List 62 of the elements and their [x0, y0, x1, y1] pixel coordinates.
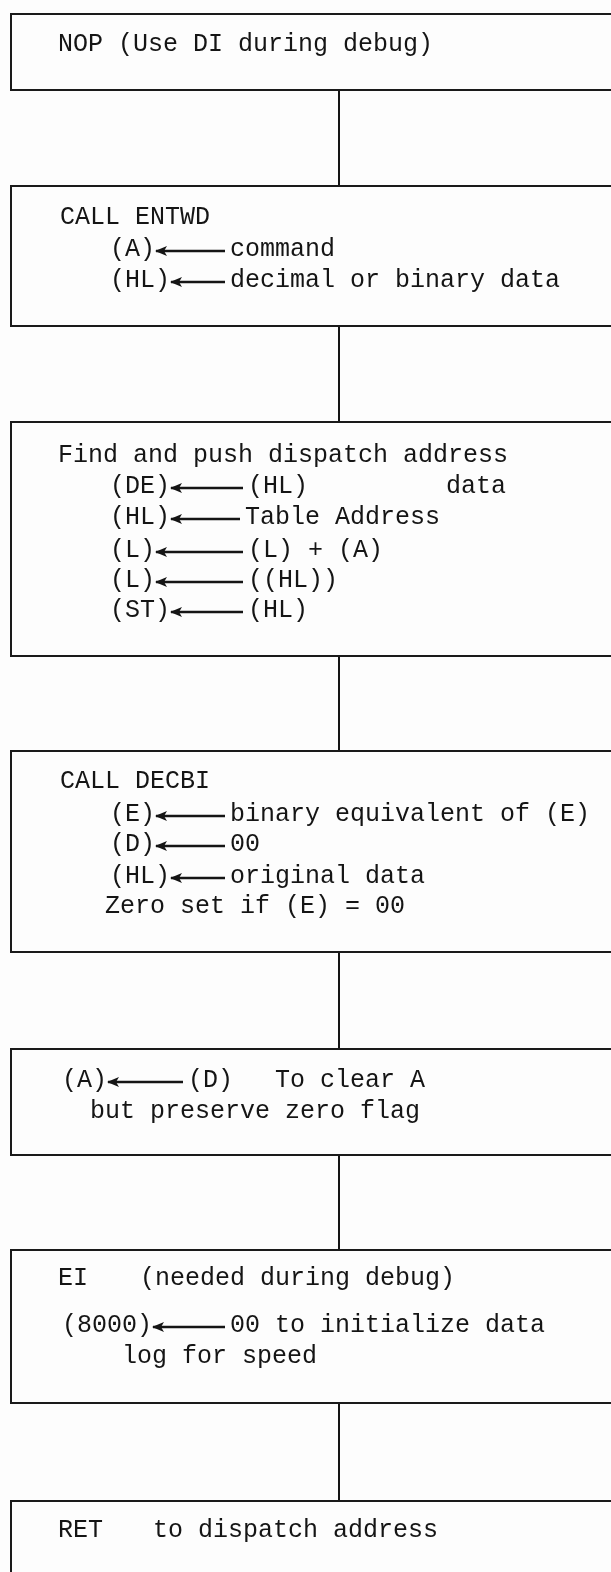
step-text: CALL DECBI	[60, 770, 211, 794]
assignment-arrow	[152, 1322, 225, 1332]
assignment-arrow	[155, 547, 243, 557]
operand-text: (ST)	[110, 599, 170, 623]
operand-text: (E)	[110, 803, 155, 827]
operand-text: (HL)	[110, 865, 170, 889]
step-text: (needed during debug)	[140, 1267, 456, 1291]
operand-text: (L)	[110, 539, 155, 563]
step-text: CALL ENTWD	[60, 206, 211, 230]
process-box	[10, 1048, 611, 1156]
connector-line	[338, 1403, 340, 1501]
operand-text: original data	[230, 865, 426, 889]
assignment-arrow	[170, 514, 240, 524]
connector-line	[338, 952, 340, 1049]
step-text: but preserve zero flag	[90, 1100, 421, 1124]
connector-line	[338, 656, 340, 751]
operand-text: (HL)	[248, 475, 308, 499]
operand-text: (D)	[110, 833, 155, 857]
process-box	[10, 13, 611, 91]
process-box	[10, 185, 611, 327]
assignment-arrow	[107, 1077, 183, 1087]
operand-text: (HL)	[110, 506, 170, 530]
step-text: EI	[58, 1267, 88, 1291]
assignment-arrow	[155, 811, 225, 821]
process-box	[10, 1500, 611, 1572]
operand-text: (HL)	[248, 599, 308, 623]
operand-text: command	[230, 238, 336, 262]
operand-text: binary equivalent of (E)	[230, 803, 591, 827]
step-text: to dispatch address	[153, 1519, 439, 1543]
step-text: data	[446, 475, 506, 499]
process-box	[10, 1249, 611, 1404]
process-box	[10, 750, 611, 953]
assignment-arrow	[170, 483, 243, 493]
operand-text: decimal or binary data	[230, 269, 561, 293]
operand-text: (A)	[62, 1069, 107, 1093]
step-text: To clear A	[275, 1069, 426, 1093]
assignment-arrow	[155, 246, 225, 256]
step-text: RET	[58, 1519, 103, 1543]
operand-text: (A)	[110, 238, 155, 262]
operand-text: (8000)	[62, 1314, 152, 1338]
process-box	[10, 421, 611, 657]
step-text: Zero set if (E) = 00	[105, 895, 406, 919]
operand-text: (L) + (A)	[248, 539, 384, 563]
assignment-arrow	[170, 607, 243, 617]
operand-text: (DE)	[110, 475, 170, 499]
step-text: log for speed	[122, 1345, 318, 1369]
assignment-arrow	[170, 277, 225, 287]
operand-text: 00	[230, 833, 260, 857]
assignment-arrow	[170, 873, 225, 883]
operand-text: 00 to initialize data	[230, 1314, 546, 1338]
operand-text: (HL)	[110, 269, 170, 293]
assignment-arrow	[155, 841, 225, 851]
connector-line	[338, 90, 340, 186]
step-text: NOP (Use DI during debug)	[58, 33, 434, 57]
operand-text: (L)	[110, 569, 155, 593]
operand-text: ((HL))	[248, 569, 338, 593]
connector-line	[338, 1155, 340, 1250]
connector-line	[338, 326, 340, 422]
step-text: Find and push dispatch address	[58, 444, 509, 468]
assignment-arrow	[155, 577, 243, 587]
operand-text: (D)	[188, 1069, 233, 1093]
operand-text: Table Address	[245, 506, 441, 530]
